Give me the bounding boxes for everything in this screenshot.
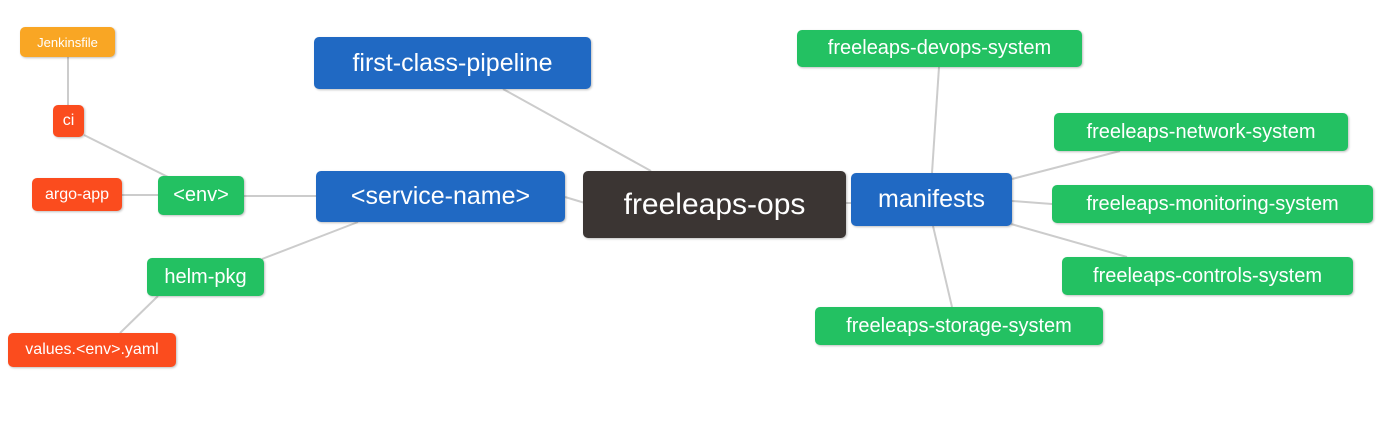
node-freeleaps-network-system[interactable]: freeleaps-network-system <box>1054 113 1348 151</box>
node-freeleaps-devops-system[interactable]: freeleaps-devops-system <box>797 30 1082 67</box>
edge-service-name-freeleaps-ops <box>564 196 586 204</box>
edge-manifests-freeleaps-network-system <box>1011 150 1121 180</box>
node-freeleaps-monitoring-system[interactable]: freeleaps-monitoring-system <box>1052 185 1373 223</box>
node-service-name[interactable]: <service-name> <box>316 171 565 222</box>
node-jenkinsfile[interactable]: Jenkinsfile <box>20 27 115 57</box>
node-first-class-pipeline[interactable]: first-class-pipeline <box>314 37 591 89</box>
node-argo-app[interactable]: argo-app <box>32 178 122 211</box>
node-values-env-yaml[interactable]: values.<env>.yaml <box>8 333 176 367</box>
edge-manifests-freeleaps-devops-system <box>931 66 940 174</box>
edge-ci-env <box>83 134 169 178</box>
node-env[interactable]: <env> <box>158 176 244 215</box>
edge-first-class-pipeline-freeleaps-ops <box>502 88 652 172</box>
edge-helm-pkg-service-name <box>261 221 359 260</box>
node-freeleaps-storage-system[interactable]: freeleaps-storage-system <box>815 307 1103 345</box>
edge-manifests-freeleaps-monitoring-system <box>1011 200 1053 205</box>
edge-manifests-freeleaps-storage-system <box>932 225 953 308</box>
node-freeleaps-ops[interactable]: freeleaps-ops <box>583 171 846 238</box>
node-freeleaps-controls-system[interactable]: freeleaps-controls-system <box>1062 257 1353 295</box>
edge-manifests-freeleaps-controls-system <box>1010 223 1128 258</box>
node-manifests[interactable]: manifests <box>851 173 1012 226</box>
edge-values-env-yaml-helm-pkg <box>119 295 159 334</box>
node-helm-pkg[interactable]: helm-pkg <box>147 258 264 296</box>
node-ci[interactable]: ci <box>53 105 84 137</box>
